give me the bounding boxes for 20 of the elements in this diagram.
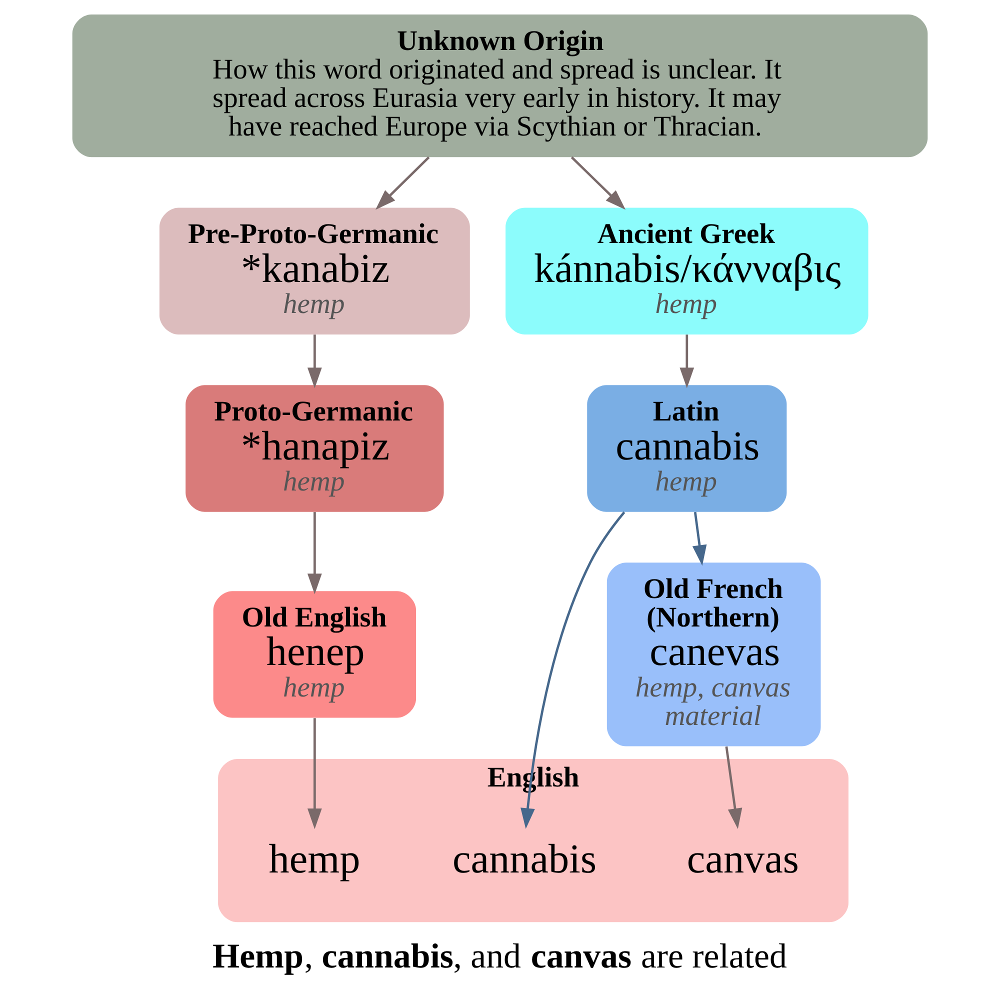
node-box: Latin cannabis hemp <box>587 385 787 512</box>
arrow <box>570 156 626 210</box>
arrow <box>307 718 322 830</box>
caption: Hemp, cannabis, and canvas are related <box>212 936 787 976</box>
arrow <box>680 334 694 388</box>
node-text: cannabis <box>452 836 597 882</box>
arrow <box>692 512 707 566</box>
node-text: canvas <box>686 836 799 882</box>
arrow <box>520 511 626 829</box>
node-box: Ancient Greek kánnabis/κάνναβις hemp <box>506 208 868 334</box>
node-box: Pre-Proto-Germanic *kanabiz hemp <box>159 208 470 334</box>
node-text: hemp <box>268 836 360 882</box>
node-box: Proto-Germanic *hanapiz hemp <box>186 385 444 512</box>
node-box: Old French (Northern) canevas hemp, canvas material <box>606 562 821 746</box>
node-box: Unknown Origin How this word originated and spread is unclear. It spread across Eurasia very early in history. It may have reached Europe via Scythian or Thracian. <box>72 14 928 158</box>
arrow <box>375 156 430 210</box>
arrow <box>725 746 742 830</box>
node-box: Old English henep hemp <box>213 591 416 718</box>
arrow <box>307 512 322 594</box>
arrow <box>307 334 322 388</box>
